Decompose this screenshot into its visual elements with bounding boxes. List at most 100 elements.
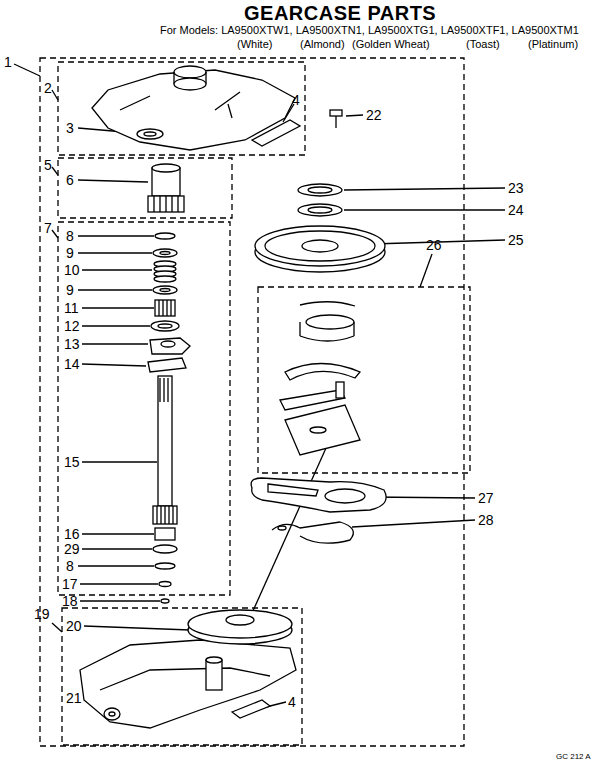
leader-line <box>82 461 157 462</box>
callout-number: 28 <box>478 512 494 528</box>
drive-shaft <box>153 376 177 603</box>
small-gear <box>158 324 172 328</box>
washer <box>153 286 177 294</box>
lever <box>325 489 365 503</box>
leader-line <box>82 533 154 534</box>
callout-number: 14 <box>64 356 80 372</box>
gasket-strip <box>252 120 300 146</box>
gearcase-base <box>206 660 222 690</box>
seal <box>137 129 163 139</box>
small-gear <box>151 321 179 331</box>
small-gear <box>151 300 179 331</box>
callout-number: 4 <box>292 92 300 108</box>
callout-number: 8 <box>66 558 74 574</box>
main-gear <box>308 187 332 193</box>
gearcase-base <box>100 668 270 690</box>
drive-shaft <box>157 506 173 524</box>
group-outline <box>40 58 470 746</box>
group-outline <box>58 62 305 155</box>
callout-number: 5 <box>44 157 52 173</box>
callout-number: 10 <box>64 262 80 278</box>
leader-line <box>82 343 148 344</box>
lever <box>268 484 318 496</box>
leader-line <box>346 115 363 116</box>
drawing-code: GC 212 A <box>556 752 591 762</box>
leader-line <box>82 325 150 326</box>
gearcase-base <box>104 708 120 720</box>
callout-number: 9 <box>66 282 74 298</box>
washer <box>153 249 177 257</box>
brake-parts <box>310 427 326 433</box>
diagram-title: GEARCASE PARTS <box>244 2 436 24</box>
seal <box>137 129 163 139</box>
leader-line <box>82 269 152 270</box>
callout-number: 27 <box>478 490 494 506</box>
drive-part <box>148 338 190 372</box>
leader-line <box>14 64 505 712</box>
callout-number: 18 <box>62 593 78 609</box>
brake-parts <box>336 382 344 398</box>
callout-number: 16 <box>64 526 80 542</box>
callout-number: 11 <box>64 300 79 316</box>
color-name: (Golden Wheat) <box>352 38 430 51</box>
callout-number: 2 <box>44 80 52 96</box>
brake-parts <box>280 302 360 455</box>
callout-number: 8 <box>66 228 74 244</box>
leader-line <box>420 254 432 287</box>
drive-shaft <box>153 506 177 524</box>
leader-line <box>78 180 148 182</box>
drive-shaft <box>158 376 172 506</box>
model-list: For Models: LA9500XTW1, LA9500XTN1, LA95… <box>160 24 579 37</box>
color-name: (Platinum) <box>528 38 578 51</box>
leader-line <box>78 565 154 566</box>
main-gear <box>302 240 338 252</box>
callout-number: 12 <box>64 318 80 334</box>
small-gear <box>155 300 175 316</box>
gearcase-base <box>80 640 296 728</box>
main-gear <box>265 231 375 261</box>
brake-parts <box>300 322 354 336</box>
pinion-gear <box>154 196 178 212</box>
leader-line <box>80 583 158 584</box>
gearcase-cover <box>215 92 240 118</box>
drive-shaft <box>159 582 171 587</box>
drive-part <box>148 358 186 372</box>
callout-number: 29 <box>64 541 80 557</box>
brake-parts <box>306 315 354 329</box>
small-gear <box>159 300 171 316</box>
leader-line <box>14 64 40 76</box>
leader-line <box>78 235 154 236</box>
main-gear <box>255 184 385 272</box>
leader-line <box>82 548 152 549</box>
brake-parts <box>300 302 355 306</box>
gearcase-cover <box>174 66 206 78</box>
group-outline <box>258 287 470 473</box>
callout-number: 21 <box>66 690 82 706</box>
brake-parts <box>300 336 354 341</box>
gearcase-base <box>226 615 254 625</box>
gearcase-base <box>80 610 296 728</box>
washer <box>160 252 170 255</box>
main-gear <box>298 184 342 196</box>
callout-number: 22 <box>366 107 382 123</box>
washer <box>153 233 177 294</box>
leader-line <box>52 90 58 100</box>
callout-number: 25 <box>508 232 524 248</box>
color-name: (Toast) <box>466 38 500 51</box>
group-outline <box>58 222 230 595</box>
leader-line <box>82 364 146 366</box>
screw <box>335 116 336 128</box>
pinion-gear <box>152 164 180 172</box>
leader-line <box>78 289 152 290</box>
gasket-strip <box>232 700 270 718</box>
color-name: (White) <box>237 38 272 51</box>
callout-number: 17 <box>62 576 78 592</box>
leader-line <box>52 167 58 175</box>
screw <box>330 110 342 128</box>
wire-clip <box>278 526 286 530</box>
group-outline <box>62 608 302 745</box>
callout-number: 26 <box>426 237 442 253</box>
drive-part <box>150 338 190 354</box>
leader-line <box>52 623 62 632</box>
